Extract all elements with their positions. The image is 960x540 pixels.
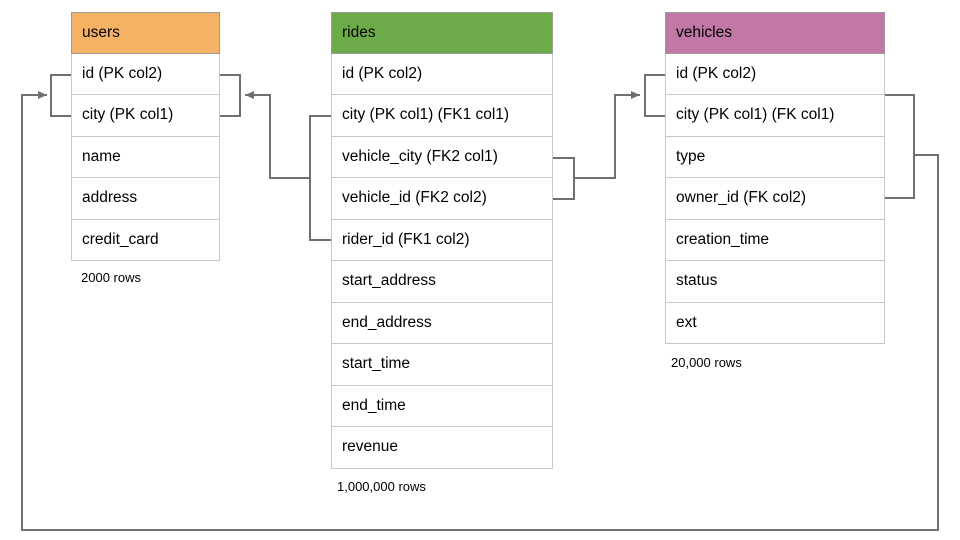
table-users-header[interactable]: users: [71, 12, 220, 54]
column-label: creation_time: [676, 230, 770, 248]
column-label: city (PK col1) (FK col1): [676, 106, 835, 124]
table-row[interactable]: city (PK col1) (FK col1): [665, 95, 885, 137]
table-row[interactable]: owner_id (FK col2): [665, 178, 885, 220]
table-vehicles[interactable]: vehicles id (PK col2) city (PK col1) (FK…: [665, 12, 885, 344]
table-users-title: users: [82, 23, 120, 41]
table-row[interactable]: id (PK col2): [71, 53, 220, 95]
table-users-row-count: 2000 rows: [81, 270, 141, 285]
table-rides-row-count: 1,000,000 rows: [337, 479, 426, 494]
table-row[interactable]: type: [665, 136, 885, 178]
column-label: name: [82, 147, 121, 165]
relationship-fk1-bracket: [309, 115, 331, 241]
relationship-fk2-wire: [574, 91, 640, 179]
table-row[interactable]: revenue: [331, 427, 553, 469]
column-label: owner_id (FK col2): [676, 189, 807, 207]
column-label: id (PK col2): [82, 64, 163, 82]
column-label: address: [82, 189, 138, 207]
table-rides-header[interactable]: rides: [331, 12, 553, 54]
relationship-fk1-wire: [245, 91, 310, 179]
column-label: type: [676, 147, 706, 165]
relationship-fk-vehicles-bracket: [885, 94, 915, 199]
column-label: id (PK col2): [676, 64, 757, 82]
column-label: credit_card: [82, 230, 159, 248]
table-row[interactable]: name: [71, 136, 220, 178]
table-row[interactable]: city (PK col1) (FK1 col1): [331, 95, 553, 137]
table-rides-title: rides: [342, 23, 376, 41]
users-fk-target-bracket: [220, 74, 241, 117]
table-row[interactable]: id (PK col2): [665, 53, 885, 95]
column-label: end_address: [342, 313, 432, 331]
table-vehicles-row-count: 20,000 rows: [671, 355, 742, 370]
table-users[interactable]: users id (PK col2) city (PK col1) name a…: [71, 12, 220, 261]
table-vehicles-header[interactable]: vehicles: [665, 12, 885, 54]
table-row[interactable]: vehicle_city (FK2 col1): [331, 136, 553, 178]
table-row[interactable]: credit_card: [71, 219, 220, 261]
relationship-fk2-bracket: [553, 157, 575, 200]
column-label: vehicle_id (FK2 col2): [342, 189, 487, 207]
table-row[interactable]: end_address: [331, 302, 553, 344]
column-label: ext: [676, 313, 697, 331]
table-rides[interactable]: rides id (PK col2) city (PK col1) (FK1 c…: [331, 12, 553, 469]
column-label: city (PK col1) (FK1 col1): [342, 106, 510, 124]
users-key-bracket: [50, 74, 71, 117]
table-row[interactable]: creation_time: [665, 219, 885, 261]
table-row[interactable]: start_address: [331, 261, 553, 303]
vehicles-key-bracket: [644, 74, 665, 117]
column-label: vehicle_city (FK2 col1): [342, 147, 498, 165]
table-vehicles-title: vehicles: [676, 23, 732, 41]
column-label: start_time: [342, 355, 411, 373]
column-label: status: [676, 272, 718, 290]
table-row[interactable]: end_time: [331, 385, 553, 427]
table-row[interactable]: status: [665, 261, 885, 303]
column-label: id (PK col2): [342, 64, 423, 82]
column-label: revenue: [342, 438, 399, 456]
column-label: start_address: [342, 272, 436, 290]
table-row[interactable]: address: [71, 178, 220, 220]
table-row[interactable]: vehicle_id (FK2 col2): [331, 178, 553, 220]
table-row[interactable]: ext: [665, 302, 885, 344]
column-label: end_time: [342, 396, 406, 414]
column-label: rider_id (FK1 col2): [342, 230, 470, 248]
table-row[interactable]: start_time: [331, 344, 553, 386]
table-row[interactable]: city (PK col1): [71, 95, 220, 137]
table-row[interactable]: id (PK col2): [331, 53, 553, 95]
column-label: city (PK col1): [82, 106, 174, 124]
table-row[interactable]: rider_id (FK1 col2): [331, 219, 553, 261]
